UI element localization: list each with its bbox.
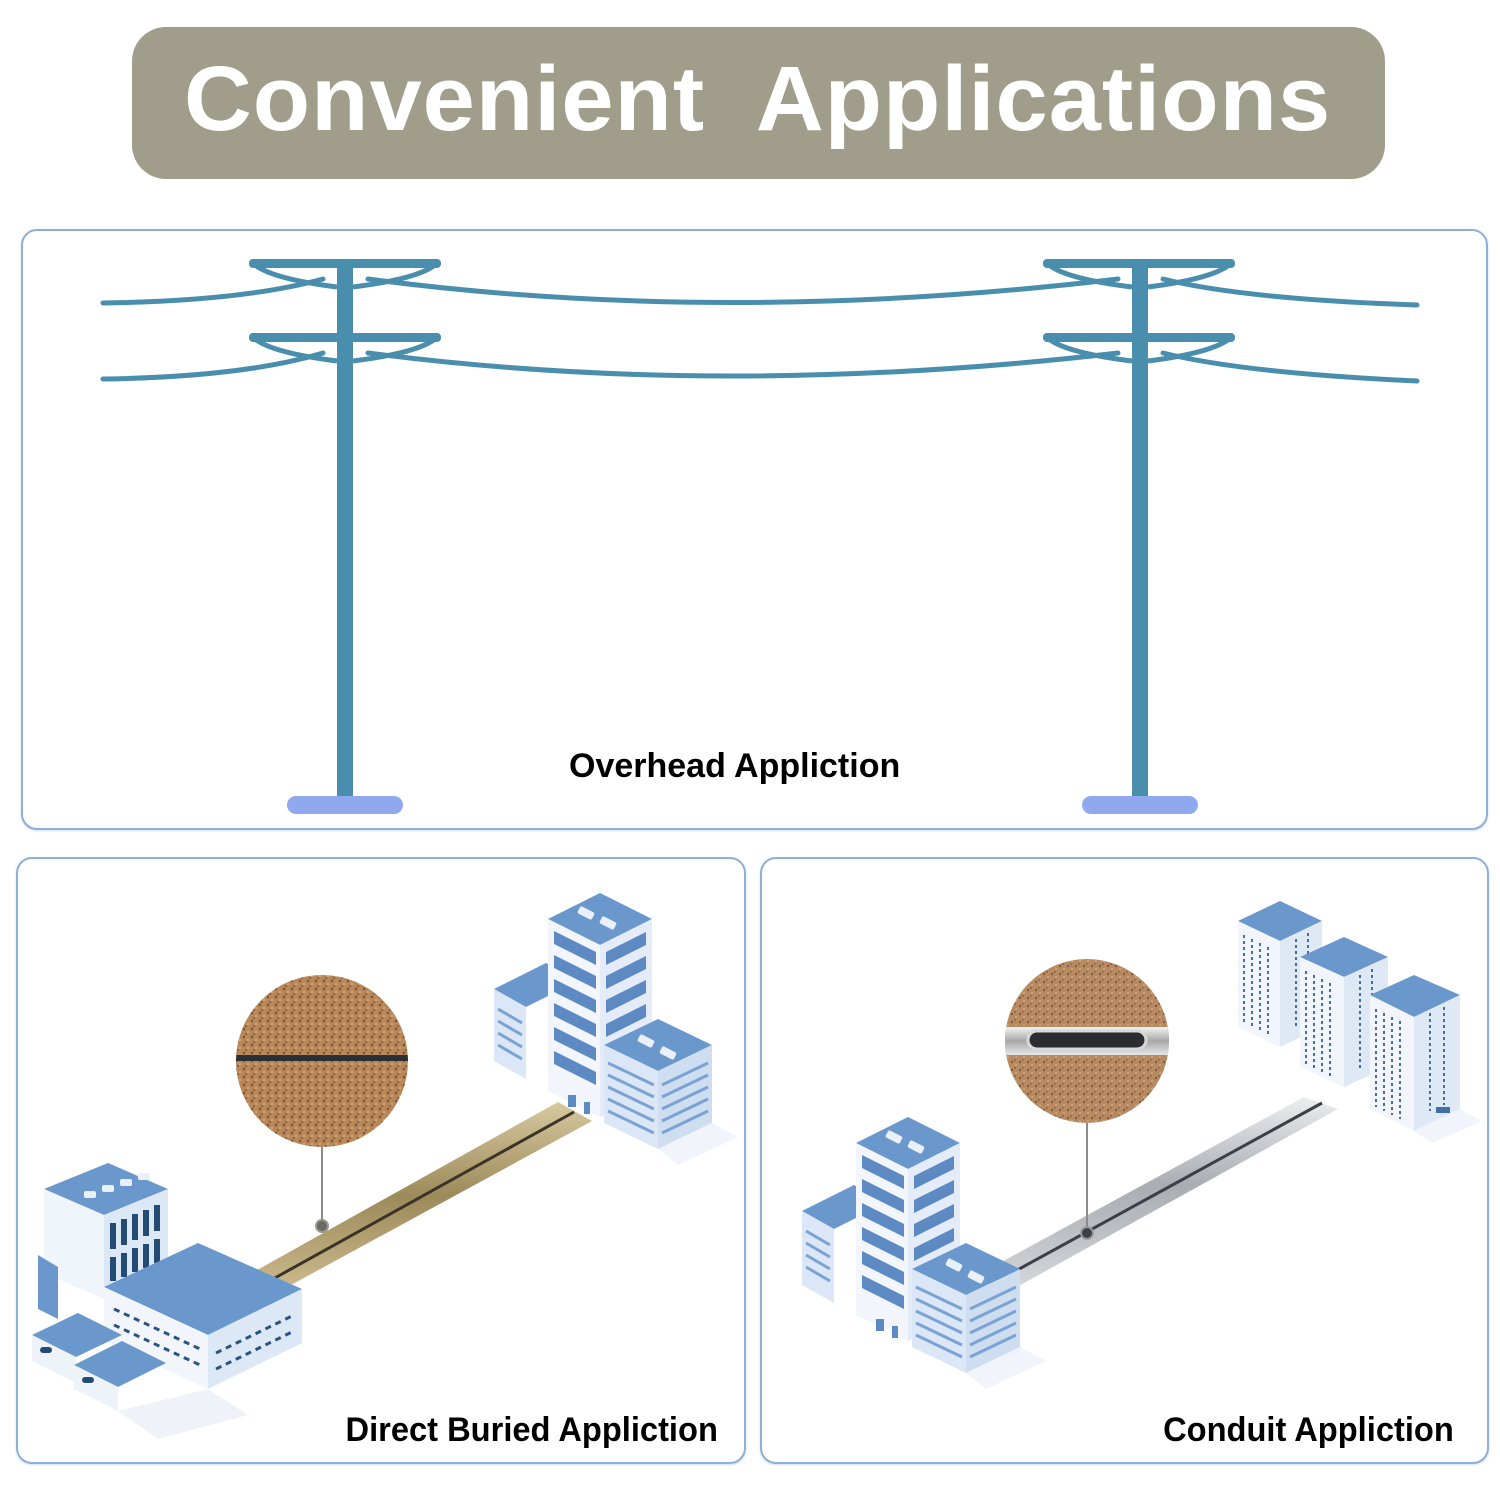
conduit-caption: Conduit Appliction [1163, 1411, 1454, 1449]
soil-cross-section-callout [236, 975, 408, 1147]
conduit-cross-section-callout [1005, 959, 1169, 1123]
cable-marker [315, 1219, 329, 1233]
high-rise-towers-icon [1238, 901, 1482, 1143]
direct-buried-illustration [32, 893, 738, 1439]
overhead-application-panel: Overhead Appliction [21, 229, 1488, 830]
pole-base-left [287, 796, 403, 814]
direct-buried-application-panel: Direct Buried Appliction [16, 857, 746, 1464]
utility-pole-right-icon [1043, 259, 1235, 814]
pole-base-right [1082, 796, 1198, 814]
utility-pole-left-icon [249, 259, 441, 814]
tower-3 [1370, 975, 1460, 1131]
conduit-pipe [974, 1097, 1338, 1293]
office-building-cluster-icon [494, 893, 738, 1165]
cable-marker [1080, 1226, 1094, 1240]
buried-cable-trench [250, 1102, 592, 1291]
conduit-application-panel: Conduit Appliction [760, 857, 1489, 1464]
overhead-illustration [100, 259, 1420, 814]
overhead-cable-lower [100, 350, 1420, 384]
overhead-caption: Overhead Appliction [569, 747, 901, 785]
office-building-cluster-icon [802, 1117, 1046, 1389]
direct-buried-caption: Direct Buried Appliction [345, 1411, 718, 1449]
banner-title: Convenient Applications [184, 48, 1332, 150]
factory-building-icon [32, 1163, 302, 1439]
buried-cable-line [236, 1055, 408, 1061]
conduit-illustration [802, 901, 1482, 1389]
title-banner: Convenient Applications [132, 27, 1385, 179]
